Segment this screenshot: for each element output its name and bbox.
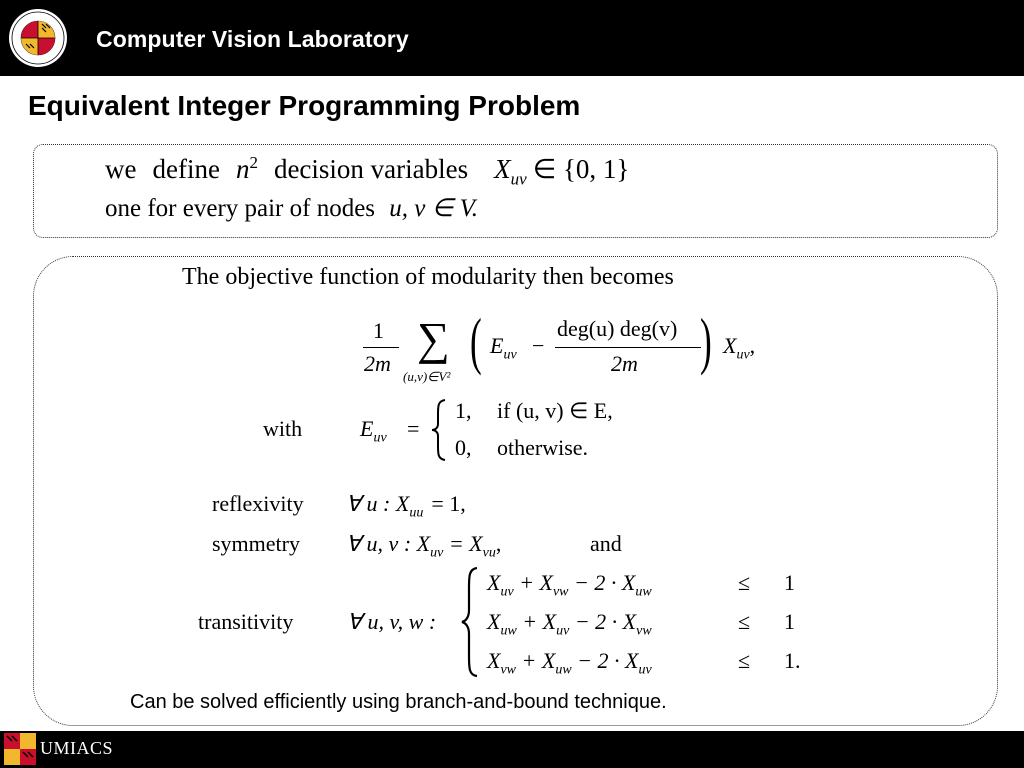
row-3-term-b-sub: uw [555,662,572,678]
transitivity-label: transitivity [198,609,294,634]
n-exponent: 2 [249,153,258,172]
row-2-term-a-sub: uw [500,623,517,639]
definition-word: define [152,154,220,184]
case-2-condition: otherwise. [497,435,589,460]
row-1-term-b-sub: vw [552,584,569,600]
case-1-condition: if (u, v) ∈ E, [497,398,613,423]
x-term-subscript: uv [736,347,750,363]
university-seal-icon [9,9,67,67]
caption-text: Can be solved efficiently using branch-a… [130,691,667,713]
row-3-term-a: X [487,648,501,673]
row-3-term-a-sub: vw [500,662,517,678]
row-1-relation: ≤ [738,570,751,595]
summation-symbol: ∑ [417,313,450,364]
row-1-term-c: − 2 · X [574,570,636,595]
piecewise-lhs-symbol: E [360,416,374,441]
symmetry-expression: ∀ u, v : Xuv = Xvu, [346,531,501,561]
right-paren: ) [700,305,712,376]
fraction-2-bar [555,347,701,348]
row-3-term-b: + X [521,648,556,673]
umiacs-logo-icon [4,733,36,765]
objective-intro: The objective function of modularity the… [182,264,674,290]
row-3-rhs: 1. [784,648,801,673]
row-2-relation: ≤ [738,609,751,634]
fraction-2-denominator: 2m [611,351,638,376]
umiacs-logo-text: UMIACS [40,738,114,758]
trailing-comma: , [749,333,756,358]
piecewise-equals: = [407,416,420,441]
n-variable: n [235,154,250,184]
nodes-expression: u, v ∈ V. [389,195,478,222]
e-symbol: E [490,333,504,358]
decision-variables-text: decision variables [273,154,469,184]
definition-box [33,144,998,238]
reflexivity-rhs: = 1, [431,491,466,516]
x-variable: X [494,154,511,184]
piecewise-lhs-subscript: uv [373,430,387,446]
header-bar [0,0,1024,76]
symmetry-subscript-1: uv [430,545,444,561]
objective-box [33,256,998,726]
with-label: with [263,416,303,441]
row-2-term-c-sub: vw [636,623,652,639]
row-1-term-c-sub: uw [635,584,652,600]
symmetry-label: symmetry [212,531,300,556]
reflexivity-expression: ∀ u : Xuu = 1, [346,491,466,521]
row-2-rhs: 1 [784,609,795,634]
fraction-2-numerator: deg(u) deg(v) [557,316,678,341]
left-brace-icon [431,399,446,461]
row-2-term-b: + X [522,609,557,634]
fraction-1-denominator: 2m [364,351,391,376]
minus-sign: − [532,333,545,358]
transitivity-quantifier: ∀ u, v, w : [347,609,437,634]
symmetry-lhs: ∀ u, v : X [346,531,431,556]
row-2-term-c: − 2 · X [574,609,637,634]
header-title: Computer Vision Laboratory [96,26,409,52]
case-1-value: 1, [455,398,472,423]
piecewise-lhs: Euv [360,416,387,446]
left-brace-large-icon [461,566,478,678]
row-1-term-a: X [487,570,501,595]
symmetry-mid: = X [443,531,483,556]
reflexivity-label: reflexivity [212,491,304,516]
set-expression: ∈ {0, 1} [532,154,630,184]
reflexivity-subscript: uu [409,505,424,521]
fraction-1-bar [363,347,399,348]
e-term: Euv [490,333,517,363]
slide-title: Equivalent Integer Programming Problem [28,90,581,121]
reflexivity-lhs: ∀ u : X [346,491,410,516]
left-paren: ( [470,305,482,376]
fraction-1-numerator: 1 [373,318,384,343]
row-2-term-b-sub: uv [556,623,570,639]
row-1-term-b: + X [519,570,553,595]
row-3-term-c: − 2 · X [577,648,639,673]
symmetry-comma: , [495,531,502,556]
footer-bar [0,731,1024,768]
e-subscript: uv [503,347,517,363]
transitivity-row-1: Xuv + Xvw − 2 · Xuw [487,570,652,600]
transitivity-row-3: Xvw + Xuw − 2 · Xuv [487,648,652,678]
x-subscript: uv [510,169,527,189]
case-2-value: 0, [455,435,472,460]
x-term: Xuv, [723,333,755,363]
row-3-term-c-sub: uv [638,662,652,678]
row-2-term-a: X [487,609,501,634]
definition-word: we [105,154,137,184]
symmetry-subscript-2: vu [482,545,496,561]
row-1-rhs: 1 [784,570,795,595]
row-3-relation: ≤ [738,648,751,673]
summation-index: (u,v)∈V² [403,369,451,384]
symmetry-and: and [590,531,622,556]
definition-line-2: one for every pair of nodes u, v ∈ V. [105,193,478,223]
row-1-term-a-sub: uv [500,584,514,600]
pair-text: one for every pair of nodes [105,195,376,222]
x-symbol: X [723,333,737,358]
transitivity-row-2: Xuw + Xuv − 2 · Xvw [487,609,652,639]
